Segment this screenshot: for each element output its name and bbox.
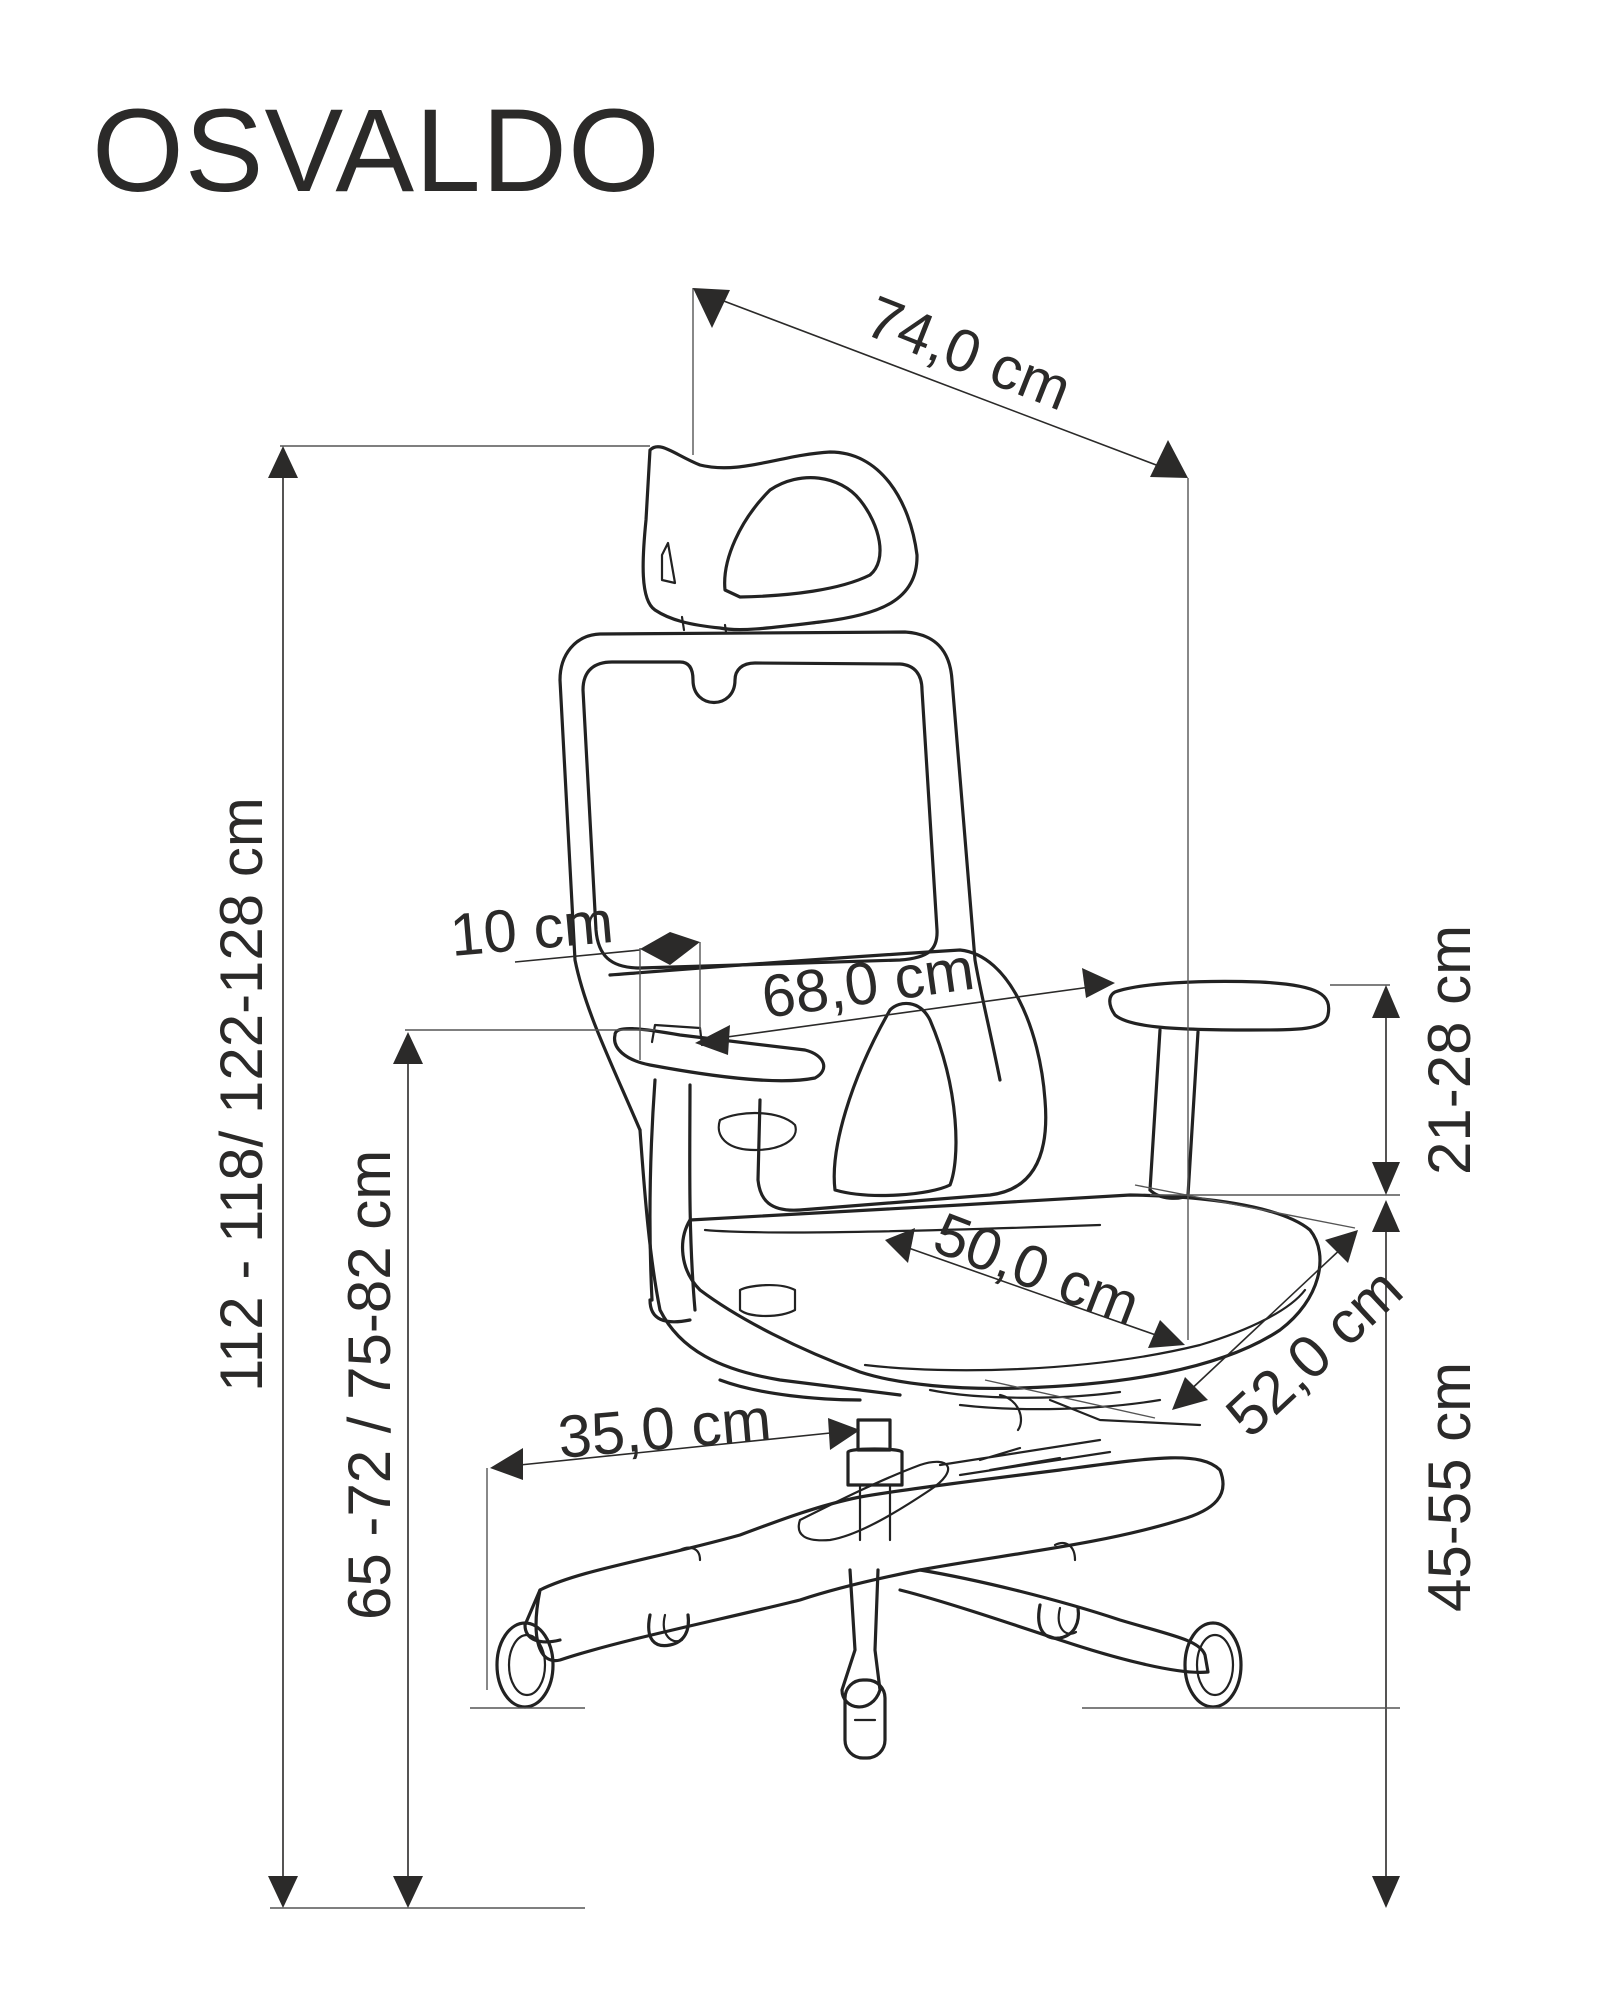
gas-lift bbox=[846, 1418, 904, 1487]
seat-width-line bbox=[1184, 1244, 1346, 1396]
right-armrest-pad bbox=[1108, 979, 1331, 1032]
label-overall-depth: 74,0 cm bbox=[857, 283, 1080, 424]
backrest-frame bbox=[558, 630, 1002, 1132]
caster-front-left bbox=[495, 1621, 555, 1709]
label-armrest-height: 65 -72 / 75-82 cm bbox=[336, 1150, 403, 1620]
product-title: OSVALDO bbox=[92, 85, 661, 217]
caster-rear-right bbox=[1037, 1603, 1081, 1640]
label-seat-height: 45-55 cm bbox=[1416, 1362, 1483, 1612]
seat-depth-line bbox=[899, 1244, 1171, 1341]
right-armrest-post bbox=[1148, 1028, 1200, 1200]
headrest-slot bbox=[660, 541, 677, 585]
label-seat-depth: 50,0 cm bbox=[925, 1200, 1148, 1339]
width-between-line bbox=[704, 984, 1106, 1041]
headrest-window bbox=[723, 476, 882, 599]
lumbar-band bbox=[608, 948, 1048, 1212]
base-star bbox=[534, 1456, 1225, 1663]
lumbar-window bbox=[832, 1001, 958, 1198]
seat bbox=[680, 1193, 1322, 1391]
dimension-annotations bbox=[268, 288, 1400, 1909]
backrest-window bbox=[581, 660, 939, 970]
caster-front-center bbox=[843, 1678, 887, 1760]
label-armrest-adjust: 10 cm bbox=[447, 888, 616, 969]
depth-dimension-line bbox=[699, 291, 1181, 475]
seat-mechanism bbox=[638, 1128, 902, 1402]
base-rear-legs bbox=[678, 1542, 1077, 1562]
label-width-between: 68,0 cm bbox=[757, 935, 978, 1031]
base-right-leg bbox=[898, 1568, 1210, 1674]
label-total-height: 112 - 118/ 122-128 cm bbox=[208, 797, 275, 1392]
chair-drawing bbox=[495, 445, 1331, 1760]
label-armrest-above-seat: 21-28 cm bbox=[1416, 925, 1483, 1175]
label-base-radius: 35,0 cm bbox=[555, 1386, 773, 1471]
headrest-outline bbox=[641, 445, 919, 632]
base-radius-line bbox=[509, 1431, 841, 1467]
base-front-leg bbox=[840, 1568, 882, 1709]
caster-rear-left bbox=[647, 1613, 691, 1648]
caster-front-right bbox=[1183, 1621, 1243, 1709]
